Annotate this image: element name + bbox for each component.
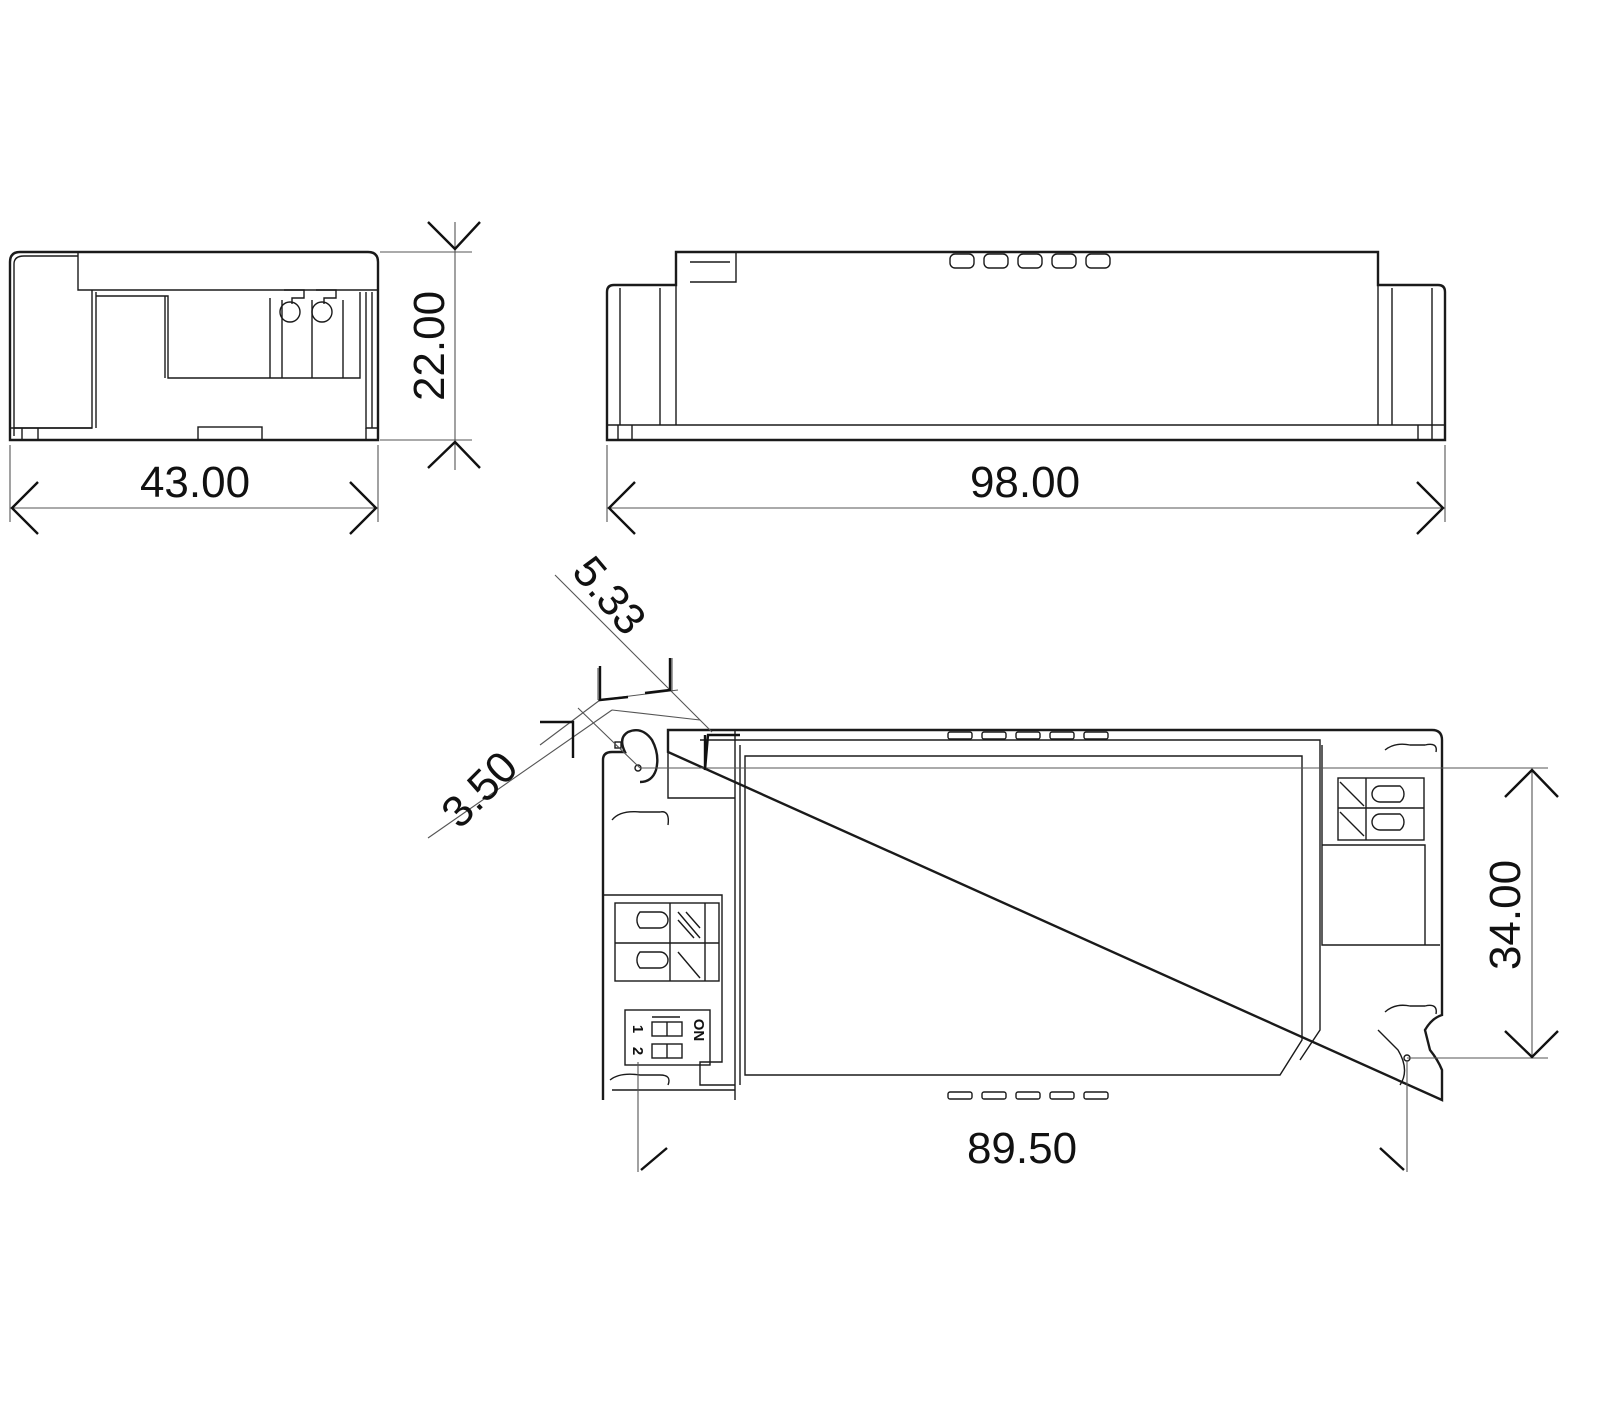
dip-switch-2-label: 2 (629, 1047, 646, 1055)
dip-switch-1-label: 1 (629, 1025, 646, 1033)
top-view: ON 1 2 (601, 728, 1444, 1102)
front-view (605, 250, 1447, 442)
dimension-label: 98.00 (970, 458, 1080, 507)
dimension-label: 5.33 (563, 547, 656, 644)
dimension-width-43: 43.00 (9, 445, 379, 535)
dimension-height-22: 22.00 (380, 221, 481, 470)
dimension-length-98: 98.00 (606, 445, 1446, 535)
dip-on-label: ON (690, 1019, 707, 1042)
dimension-label: 43.00 (140, 458, 250, 507)
dimension-label: 3.50 (432, 742, 527, 837)
dimension-label: 22.00 (405, 291, 454, 401)
dimension-hole-vertical-34: 34.00 (640, 767, 1559, 1059)
dimension-hole-horizontal-89-5: 89.50 (637, 1062, 1408, 1173)
terminal-block-left (614, 902, 720, 982)
terminal-block-right (1321, 743, 1440, 1015)
dimension-label: 34.00 (1481, 860, 1530, 970)
dimension-label: 89.50 (967, 1124, 1077, 1173)
side-view (8, 250, 380, 442)
dip-switch: ON 1 2 (624, 1009, 711, 1066)
